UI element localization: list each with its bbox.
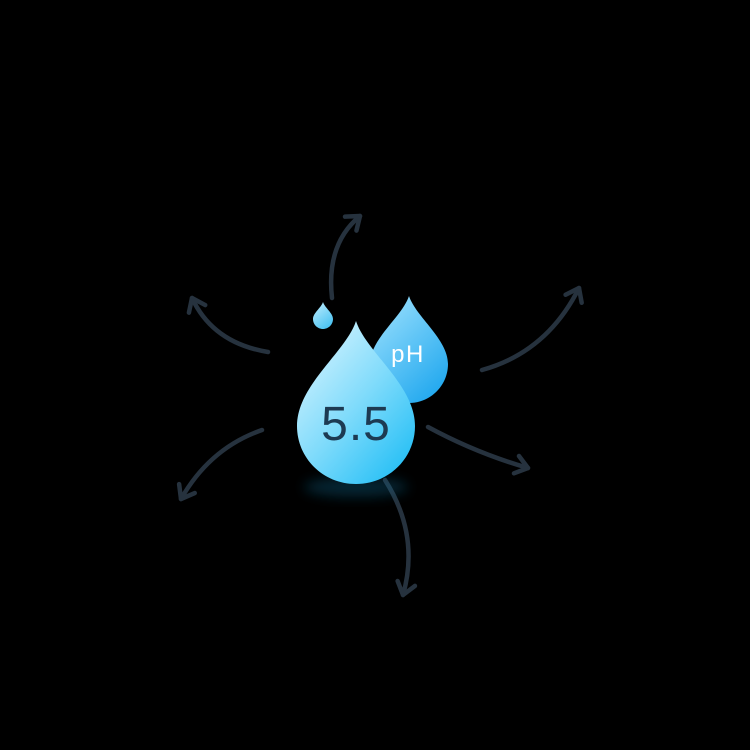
arrow-upper-right-icon bbox=[479, 285, 584, 373]
arrow-lower-right-icon bbox=[425, 424, 531, 476]
main-droplet: 5.5 bbox=[297, 321, 415, 484]
arrow-down-icon bbox=[382, 477, 418, 598]
main-droplet-shape bbox=[297, 321, 415, 484]
ph-symbol-label: pH bbox=[391, 341, 425, 368]
small-droplet-shape bbox=[313, 302, 333, 329]
arrow-up-icon bbox=[328, 213, 363, 301]
arrow-lower-left-icon bbox=[176, 427, 265, 502]
droplet-shadow bbox=[304, 477, 408, 497]
arrow-upper-left-icon bbox=[186, 295, 271, 355]
ph-value-label: 5.5 bbox=[321, 398, 391, 451]
